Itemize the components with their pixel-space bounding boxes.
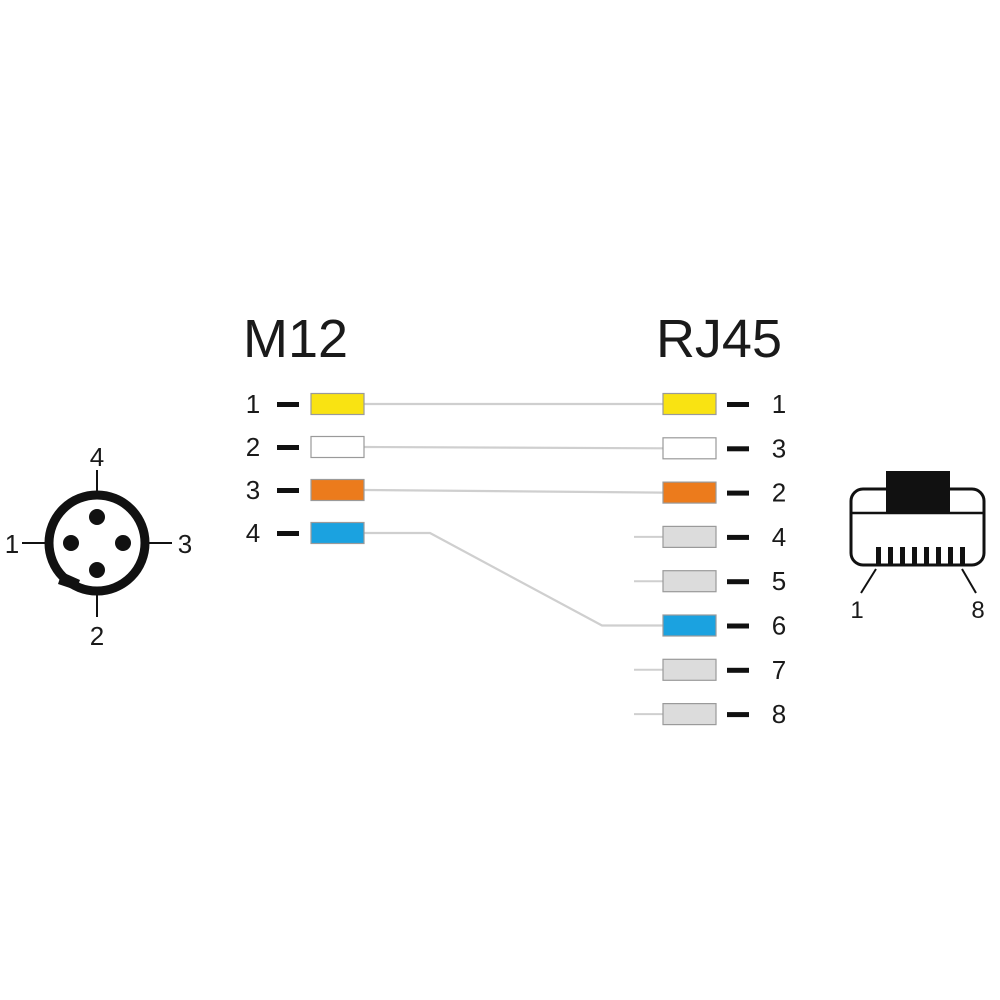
rj45-wire-sleeve-white	[662, 437, 717, 460]
rj45-pin-row: 5	[634, 566, 786, 596]
m12-pin-stub	[277, 531, 299, 536]
rj45-pin-stub	[727, 579, 749, 585]
rj45-pin-row: 2	[662, 478, 786, 508]
m12-contact-4	[89, 509, 105, 525]
m12-wire-sleeve-white	[310, 435, 365, 459]
rj45-plug-face: 1 8	[849, 471, 986, 624]
rj45-pin-label: 8	[772, 699, 786, 729]
rj45-pin-stub	[727, 623, 749, 629]
m12-contact-1	[63, 535, 79, 551]
rj45-pin-stub	[727, 490, 749, 496]
rj45-pin-label: 4	[772, 522, 786, 552]
rj45-pin-label: 7	[772, 655, 786, 685]
rj45-pin-row: 4	[634, 522, 786, 552]
m12-title: M12	[243, 309, 348, 369]
m12-pin-stub	[277, 402, 299, 407]
rj45-pin-row: 6	[662, 611, 786, 641]
m12-pin-label: 1	[246, 389, 260, 419]
rj45-contact-bar	[948, 547, 953, 564]
m12-face-label-bottom: 2	[90, 621, 104, 651]
rj45-latch	[886, 471, 950, 513]
m12-face-label-right: 3	[178, 529, 192, 559]
rj45-wire-sleeve-gray	[662, 570, 717, 593]
m12-wire-sleeve-yellow	[310, 392, 365, 416]
wire-3-to-2	[363, 488, 664, 494]
rj45-contact-bar	[924, 547, 929, 564]
m12-outer-ring	[44, 490, 150, 596]
rj45-contact-bar	[936, 547, 941, 564]
m12-pin-stub	[277, 445, 299, 450]
rj45-face-label-first: 1	[850, 597, 863, 624]
rj45-pin-row: 3	[662, 433, 786, 463]
m12-pin-label: 2	[246, 432, 260, 462]
rj45-wire-sleeve-gray	[662, 658, 717, 681]
wire-4-to-6	[364, 531, 663, 627]
m12-contact-2	[89, 562, 105, 578]
rj45-pin-stub	[727, 402, 749, 407]
m12-wire-sleeve-blue	[310, 521, 365, 545]
rj45-pin-label: 6	[772, 611, 786, 641]
m12-pin-stub	[277, 488, 299, 493]
m12-face-label-left: 1	[5, 529, 19, 559]
m12-pin-row: 2	[246, 432, 365, 462]
rj45-title: RJ45	[656, 309, 782, 369]
m12-connector-face: 4 1 3 2	[5, 442, 192, 651]
m12-key-notch	[58, 572, 80, 590]
m12-face-label-top: 4	[90, 442, 104, 472]
rj45-pin-label: 1	[772, 389, 786, 419]
m12-pin-row: 1	[246, 389, 365, 419]
wire-2-to-3	[363, 445, 664, 450]
rj45-pin-stub	[727, 534, 749, 540]
m12-wire-sleeve-orange	[310, 478, 365, 502]
m12-pin-row: 3	[246, 475, 365, 505]
rj45-pin-stub	[727, 712, 749, 718]
rj45-wire-sleeve-yellow	[662, 392, 717, 416]
m12-pin-label: 4	[246, 518, 260, 548]
rj45-wire-sleeve-orange	[662, 481, 717, 504]
rj45-pin-stub	[727, 667, 749, 673]
rj45-pin-label: 5	[772, 566, 786, 596]
rj45-contact-bar	[888, 547, 893, 564]
rj45-wire-sleeve-gray	[662, 702, 717, 726]
rj45-face-label-last: 8	[971, 597, 984, 624]
rj45-pin-list: 1 3 2 4 5 6 7 8	[634, 389, 786, 729]
rj45-contact-bar	[960, 547, 965, 564]
m12-contact-3	[115, 535, 131, 551]
rj45-lead-last	[961, 568, 977, 594]
rj45-contact-bar	[912, 547, 917, 564]
rj45-pin-label: 2	[772, 478, 786, 508]
m12-pin-list: 1 2 3 4	[246, 389, 365, 548]
rj45-wire-sleeve-blue	[662, 614, 717, 637]
rj45-lead-first	[860, 568, 877, 594]
rj45-contact-bar	[876, 547, 881, 564]
rj45-pin-label: 3	[772, 433, 786, 463]
rj45-pin-stub	[727, 446, 749, 452]
rj45-contacts	[876, 547, 965, 564]
rj45-pin-row: 7	[634, 655, 786, 685]
m12-pin-label: 3	[246, 475, 260, 505]
wires	[363, 402, 664, 627]
m12-pin-row: 4	[246, 518, 365, 548]
rj45-contact-bar	[900, 547, 905, 564]
rj45-pin-row: 8	[634, 699, 786, 729]
rj45-pin-row: 1	[662, 389, 786, 419]
rj45-wire-sleeve-gray	[662, 525, 717, 549]
